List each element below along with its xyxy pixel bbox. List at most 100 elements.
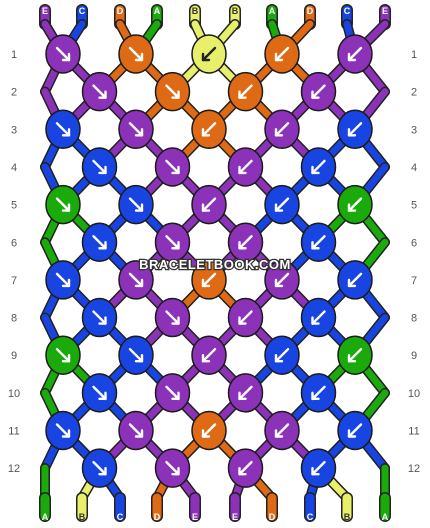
- row-label-right: 11: [408, 426, 419, 438]
- knot-arrow-icon: [55, 122, 71, 137]
- knot-arrow-icon: [55, 197, 71, 212]
- knot-arrowhead-icon: [274, 203, 284, 212]
- knot-arrowhead-icon: [134, 278, 144, 288]
- row-label-left: 7: [11, 275, 17, 287]
- knot-arrow-icon: [128, 46, 144, 62]
- knot-arrowhead-icon: [98, 391, 107, 401]
- knot-arrow-icon: [128, 197, 144, 212]
- knot-layer: [45, 34, 373, 488]
- top-string-letter: B: [232, 6, 239, 16]
- row-label-left: 3: [11, 124, 17, 136]
- knot-arrowhead-icon: [171, 90, 180, 99]
- knot-arrow-icon: [92, 310, 107, 325]
- knot-arrowhead-icon: [311, 165, 320, 175]
- knot-arrow-icon: [238, 310, 253, 325]
- knot-arrow-icon: [201, 348, 217, 363]
- bottom-string-letter: A: [382, 512, 389, 522]
- row-label-right: 5: [411, 200, 417, 212]
- knot-arrow-icon: [55, 272, 71, 288]
- knot-arrow-icon: [311, 460, 326, 476]
- knot-arrowhead-icon: [98, 316, 107, 325]
- knot-arrowhead-icon: [171, 466, 180, 476]
- row-label-right: 3: [411, 124, 417, 136]
- knot-arrow-icon: [311, 385, 326, 401]
- knot-arrow-icon: [274, 272, 290, 288]
- row-label-right: 10: [408, 388, 420, 400]
- knot-arrow-icon: [311, 310, 326, 325]
- top-string-letter: C: [344, 6, 351, 16]
- knot-arrow-icon: [238, 84, 253, 99]
- knot-arrowhead-icon: [238, 90, 247, 99]
- knot-arrowhead-icon: [171, 165, 180, 175]
- knot-arrowhead-icon: [201, 203, 211, 212]
- knot-arrowhead-icon: [171, 391, 180, 401]
- knot-arrow-icon: [128, 272, 144, 288]
- knot-arrow-icon: [92, 84, 107, 99]
- knot-arrowhead-icon: [347, 203, 357, 212]
- bottom-string-letter: A: [42, 512, 49, 522]
- bottom-string-letter: E: [232, 512, 238, 522]
- top-string-letter: B: [192, 6, 199, 16]
- knot-arrowhead-icon: [98, 90, 107, 99]
- knot-arrow-icon: [55, 348, 71, 363]
- row-label-left: 1: [11, 49, 17, 61]
- knot-arrowhead-icon: [311, 90, 320, 99]
- knot-arrow-icon: [165, 310, 180, 325]
- row-label-left: 5: [11, 200, 17, 212]
- bottom-string-letter: E: [192, 512, 198, 522]
- knot-arrowhead-icon: [347, 354, 357, 363]
- knot-arrowhead-icon: [274, 128, 284, 137]
- knot-arrow-icon: [274, 122, 290, 137]
- knot-arrow-icon: [274, 348, 290, 363]
- knot-arrowhead-icon: [274, 278, 284, 288]
- knot-arrowhead-icon: [201, 354, 211, 363]
- knot-arrow-icon: [165, 460, 180, 476]
- row-label-right: 7: [411, 275, 417, 287]
- knot-arrowhead-icon: [201, 429, 211, 438]
- knot-arrow-icon: [347, 46, 363, 62]
- knot-arrow-icon: [201, 46, 217, 62]
- knot-arrowhead-icon: [134, 52, 144, 62]
- knot-arrow-icon: [347, 122, 363, 137]
- knot-arrowhead-icon: [171, 316, 180, 325]
- knot-arrowhead-icon: [61, 429, 71, 438]
- knot-arrow-icon: [55, 423, 71, 438]
- knot-arrowhead-icon: [238, 316, 247, 325]
- knot-arrow-icon: [165, 385, 180, 401]
- knot-arrowhead-icon: [238, 165, 247, 175]
- knot-arrow-icon: [128, 122, 144, 137]
- knot-arrowhead-icon: [347, 128, 357, 137]
- row-label-right: 2: [411, 87, 417, 99]
- top-string-letter: A: [154, 6, 161, 16]
- row-label-right: 9: [411, 350, 417, 362]
- bottom-string-letter: C: [307, 512, 314, 522]
- knot-arrowhead-icon: [134, 203, 144, 212]
- knot-arrow-icon: [311, 159, 326, 175]
- knot-arrow-icon: [201, 423, 217, 438]
- knot-arrowhead-icon: [238, 466, 247, 476]
- knot-arrowhead-icon: [347, 52, 357, 62]
- knot-arrowhead-icon: [238, 391, 247, 401]
- knot-arrowhead-icon: [311, 241, 320, 250]
- knot-arrowhead-icon: [134, 354, 144, 363]
- top-string-letter: D: [117, 6, 124, 16]
- row-label-right: 1: [411, 49, 417, 61]
- knot-arrowhead-icon: [98, 165, 107, 175]
- knot-arrowhead-icon: [201, 128, 211, 137]
- bottom-string-letter: D: [154, 512, 161, 522]
- bottom-string-letter: C: [117, 512, 124, 522]
- knot-arrowhead-icon: [171, 241, 180, 250]
- bottom-string-letter: D: [269, 512, 276, 522]
- knot-arrowhead-icon: [61, 354, 71, 363]
- knot-arrow-icon: [165, 235, 180, 250]
- knot-arrowhead-icon: [61, 128, 71, 137]
- knot-arrowhead-icon: [134, 429, 144, 438]
- knot-arrow-icon: [128, 348, 144, 363]
- knot-arrow-icon: [165, 159, 180, 175]
- knot-arrow-icon: [274, 197, 290, 212]
- top-string-letter: E: [382, 6, 388, 16]
- knot-arrow-icon: [347, 423, 363, 438]
- knot-arrow-icon: [201, 272, 217, 288]
- top-string-letter: D: [307, 6, 314, 16]
